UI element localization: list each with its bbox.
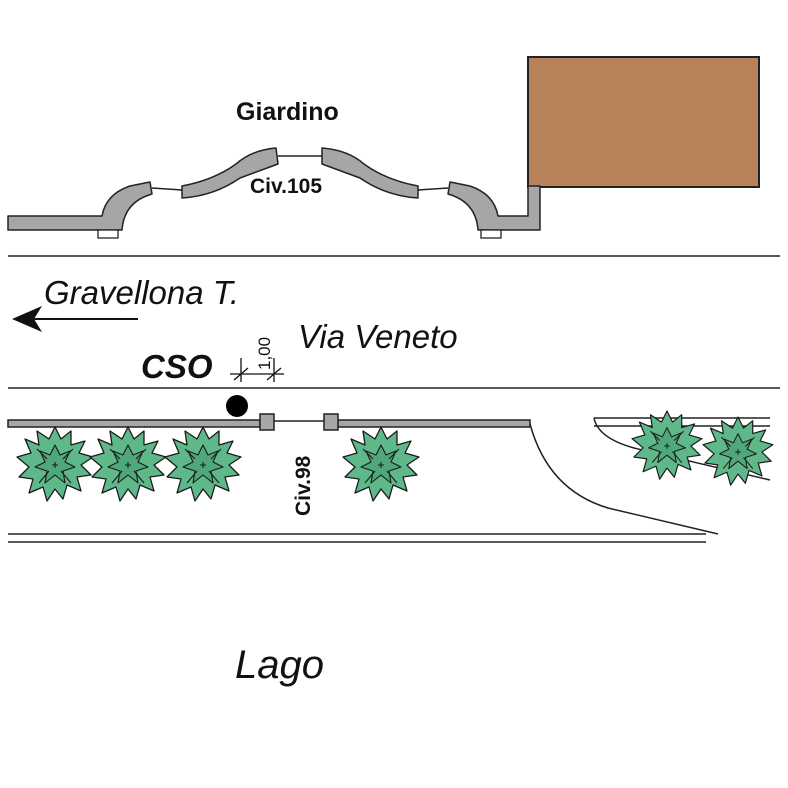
gate-bars [151,155,449,191]
filled-circle-icon [226,395,248,417]
garden-boundary-wall [7,147,541,231]
arrow-left-icon [12,306,138,332]
gate-step-right [480,229,502,239]
shrub-icon [16,426,94,502]
shrub-icon [702,416,774,486]
house-number-98: Civ.98 [292,455,315,516]
gate-step-left [97,229,119,239]
lake-label: Lago [235,643,324,687]
garden-label: Giardino [236,98,339,126]
shrub-icon [631,410,703,480]
building [527,56,760,188]
shrub-icon [164,426,242,502]
direction-label: Gravellona T. [44,274,239,311]
lakeside-wall [7,413,531,431]
shrub-icon [89,426,167,502]
cso-label: CSO [141,348,213,385]
dimension-marker [230,358,284,382]
dimension-label: 1,00 [255,337,274,370]
street-name: Via Veneto [298,318,458,355]
house-number-105: Civ.105 [250,175,322,198]
shrub-icon [342,426,420,502]
